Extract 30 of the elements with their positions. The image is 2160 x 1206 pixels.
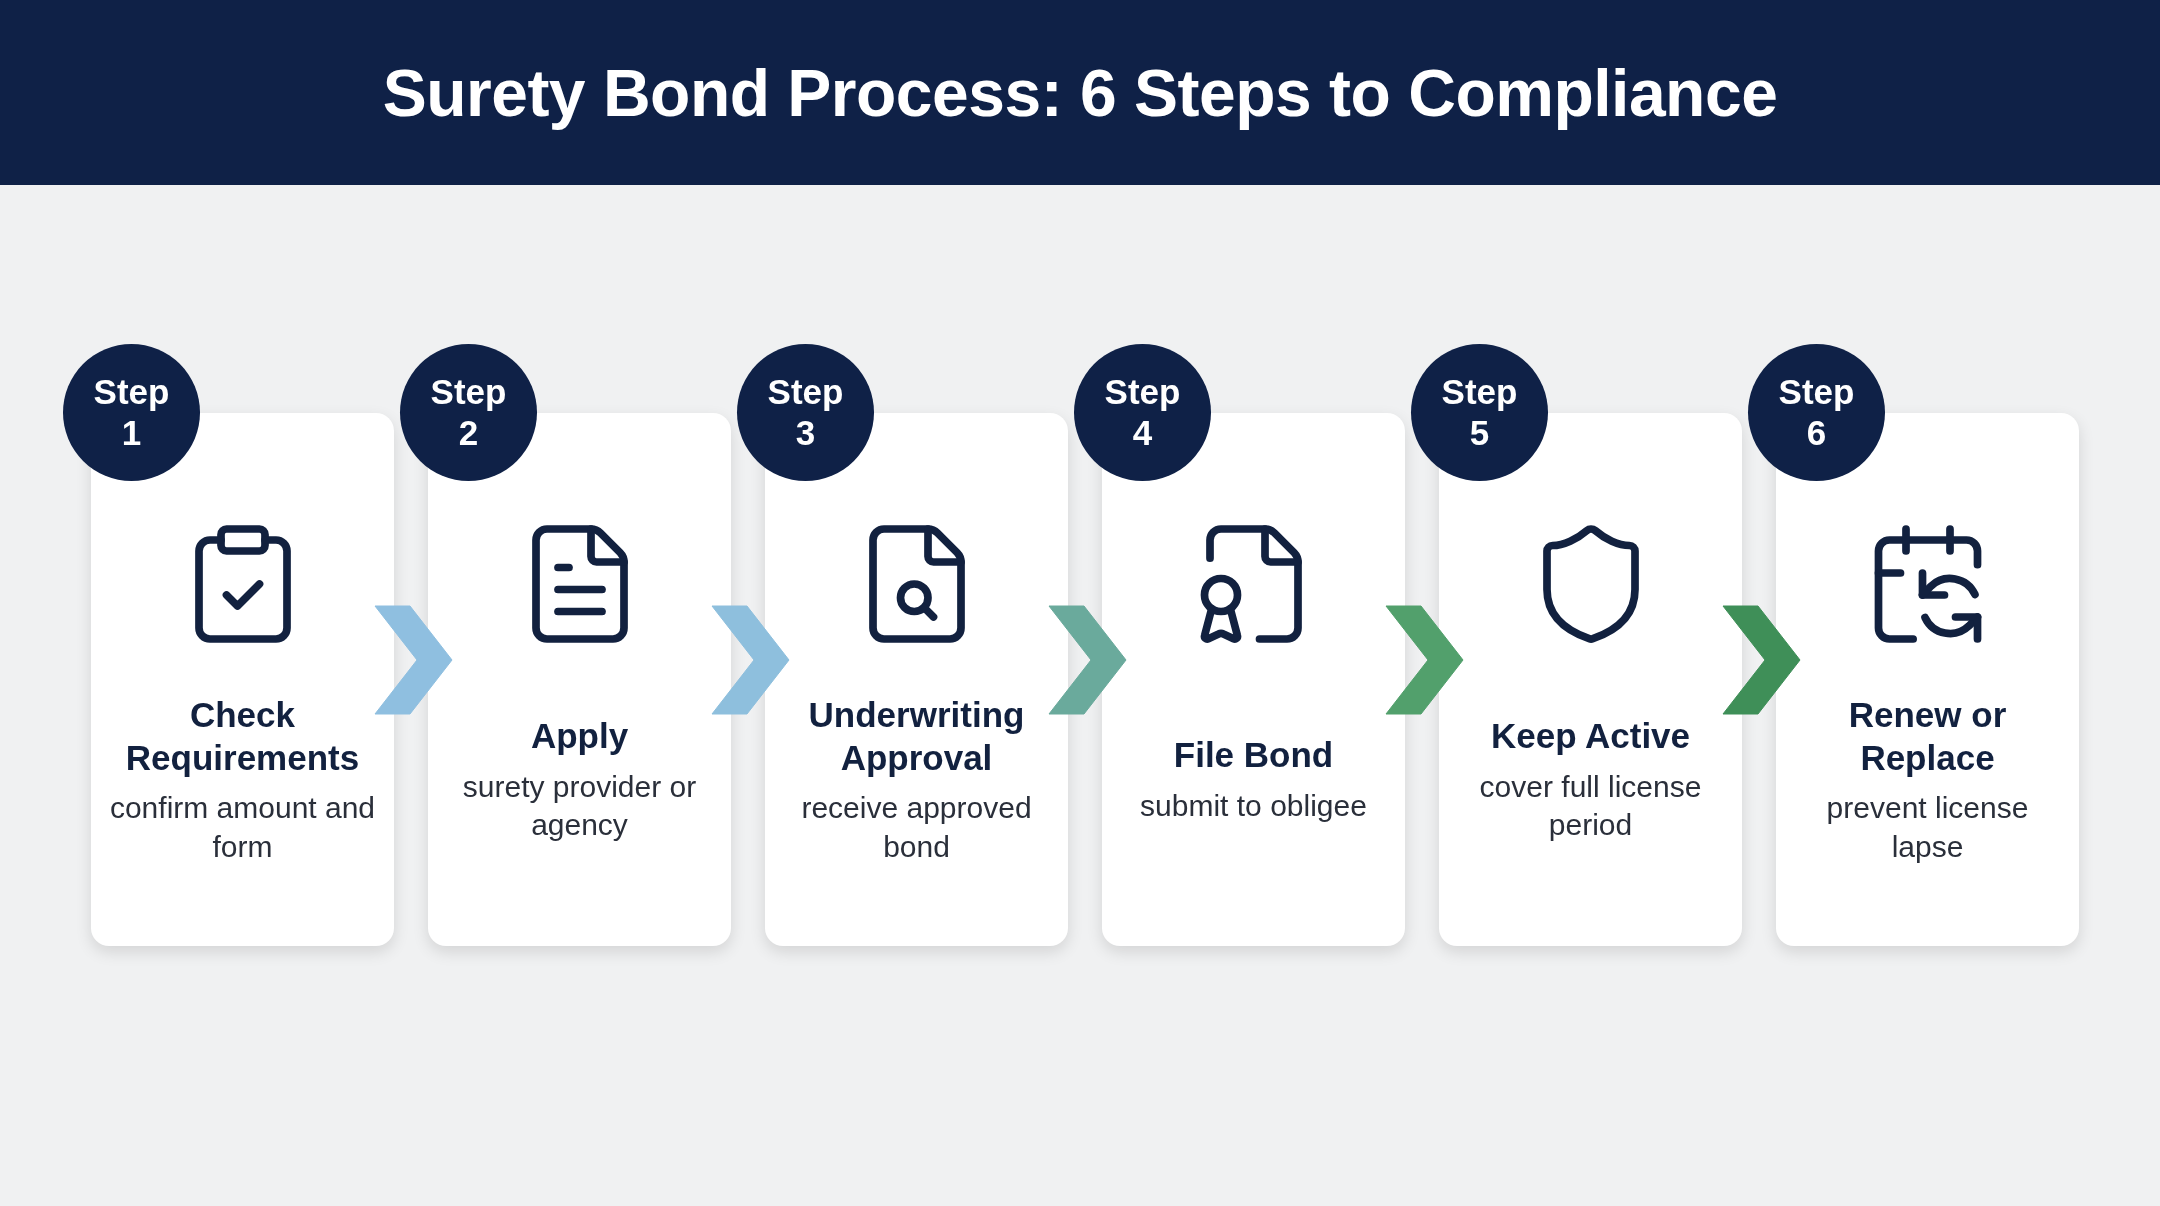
step-card (1102, 413, 1405, 946)
step-description: receive approved bond (800, 790, 1033, 865)
step-title: Underwriting Approval (807, 693, 1026, 779)
step-description: confirm amount and form (108, 790, 377, 865)
step-number: Step 2 (429, 372, 508, 453)
step-description: prevent license lapse (1825, 790, 2030, 865)
step-number: Step 1 (92, 372, 171, 453)
step-number: Step 5 (1440, 372, 1519, 453)
step-title: Keep Active (1490, 715, 1691, 758)
step-title: Renew or Replace (1847, 693, 2008, 779)
chevron-arrow (1385, 605, 1464, 715)
step-card (1776, 413, 2079, 946)
step-card (765, 413, 1068, 946)
step-title: Check Requirements (124, 693, 361, 779)
step-number: Step 4 (1103, 372, 1182, 453)
title: Surety Bond Process: 6 Steps to Compliance (382, 54, 1778, 131)
chevron-arrow (1722, 605, 1801, 715)
step-card (428, 413, 731, 946)
step-card (91, 413, 394, 946)
step-description: surety provider or agency (461, 768, 698, 844)
step-number: Step 6 (1777, 372, 1856, 453)
chevron-arrow (1048, 605, 1127, 715)
step-title: Apply (530, 715, 629, 758)
step-number: Step 3 (766, 372, 845, 453)
step-card (1439, 413, 1742, 946)
chevron-arrow (711, 605, 790, 715)
step-title: File Bond (1173, 734, 1334, 777)
chevron-arrow (374, 605, 453, 715)
step-description: submit to obligee (1140, 788, 1367, 825)
step-description: cover full license period (1478, 768, 1703, 844)
